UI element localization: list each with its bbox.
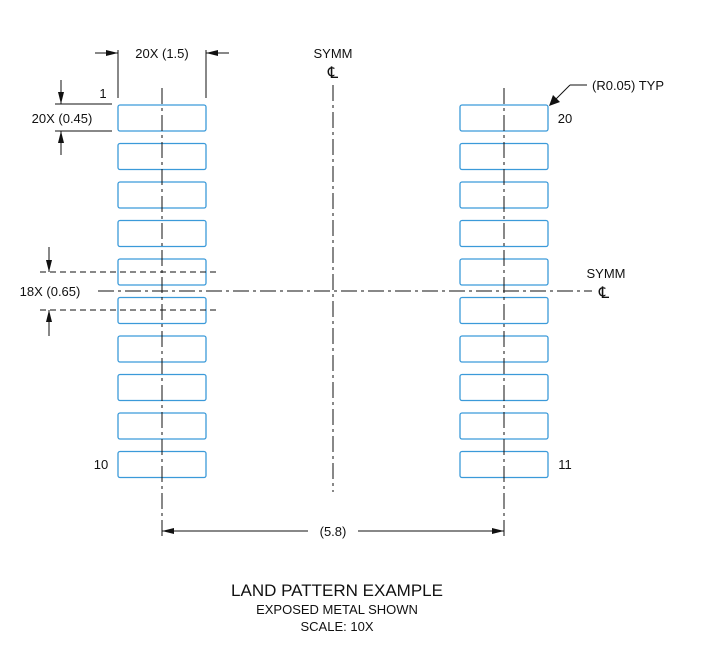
caption-scale: SCALE: 10X [301,619,374,634]
vertical-symm-label: SYMM [314,46,353,61]
pad-width-arrow-top [58,92,64,104]
pin-11-label: 11 [558,457,572,472]
caption-subtitle: EXPOSED METAL SHOWN [256,602,418,617]
row-span-arrow-right [492,528,504,534]
pad-width-dimension: 20X (0.45) [32,111,93,126]
left-pad-column [117,104,207,479]
pin-20-label: 20 [558,111,572,126]
pad-width-arrow-bottom [58,131,64,143]
pin-1-label: 1 [99,86,106,101]
horizontal-symm-label: SYMM [587,266,626,281]
pad-length-arrow-left [106,50,118,56]
pitch-arrow-bottom [46,310,52,322]
pad-length-dimension: 20X (1.5) [135,46,188,61]
caption-title: LAND PATTERN EXAMPLE [231,581,443,600]
row-span-dimension: (5.8) [320,524,347,539]
pad-length-arrow-right [206,50,218,56]
pin-10-label: 10 [94,457,108,472]
radius-leader-arrow [549,95,560,106]
corner-radius-callout: (R0.05) TYP [592,78,664,93]
vertical-centerline-symbol: ℄ [327,65,339,82]
pitch-arrow-top [46,260,52,272]
pitch-dimension: 18X (0.65) [20,284,81,299]
row-span-arrow-left [162,528,174,534]
horizontal-centerline-symbol: ℄ [598,285,610,302]
